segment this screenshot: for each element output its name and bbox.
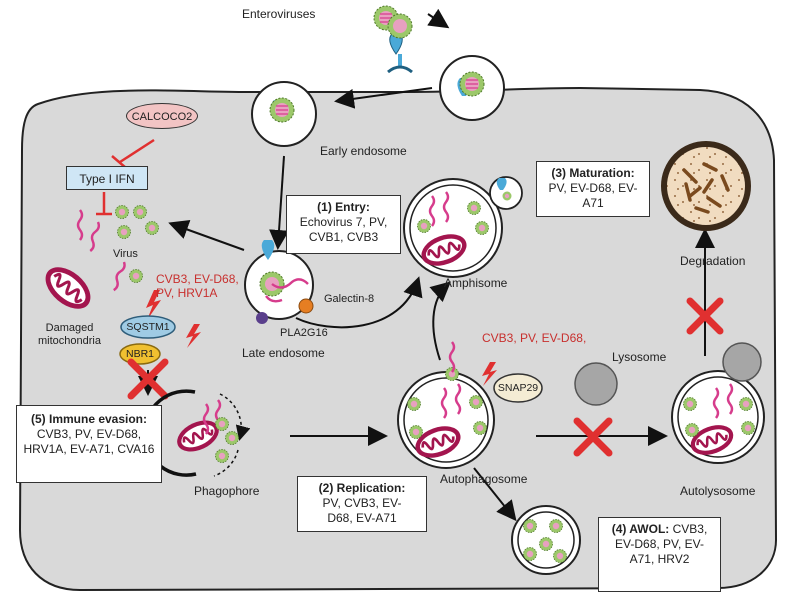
- maturation-box-title: (3) Maturation:: [551, 166, 635, 180]
- sqstm1-complex: [110, 260, 201, 396]
- calcoco2-node: CALCOCO2: [126, 103, 198, 129]
- block-x-degradation-icon: [686, 297, 724, 335]
- maturation-box-body: PV, EV-D68, EV- A71: [548, 181, 638, 210]
- awol-box-content: (4) AWOL: CVB3, EV-D68, PV, EV- A71, HRV…: [605, 522, 714, 567]
- immune-evasion-box-title: (5) Immune evasion:: [30, 412, 148, 426]
- nbr1-label: NBR1: [125, 348, 154, 360]
- endocytic-vesicle: [439, 55, 505, 121]
- entry-box-title: (1) Entry:: [317, 200, 370, 214]
- degradation-organelle: [661, 141, 751, 231]
- awol-box: (4) AWOL: CVB3, EV-D68, PV, EV- A71, HRV…: [598, 517, 721, 592]
- label-pla2g16: PLA2G16: [280, 327, 328, 339]
- label-sqstm1-viruses: CVB3, EV-D68, PV, HRV1A: [156, 272, 239, 300]
- replication-box-body: PV, CVB3, EV- D68, EV-A71: [322, 496, 402, 525]
- late-endosome-organelle: [244, 240, 314, 324]
- label-amphisome: Amphisome: [444, 276, 508, 290]
- entry-box: (1) Entry: Echovirus 7, PV, CVB1, CVB3: [286, 195, 401, 254]
- sqstm1-label: SQSTM1: [126, 321, 170, 333]
- label-autolysosome: Autolysosome: [680, 484, 756, 498]
- label-phagophore: Phagophore: [194, 484, 260, 498]
- awol-vesicle-organelle: [511, 505, 581, 575]
- label-virus: Virus: [113, 248, 138, 260]
- maturation-box: (3) Maturation: PV, EV-D68, EV- A71: [536, 161, 650, 217]
- entry-box-body: Echovirus 7, PV, CVB1, CVB3: [299, 215, 388, 244]
- awol-box-title: (4) AWOL:: [611, 522, 670, 536]
- receptor-virus-complex: [373, 5, 413, 74]
- replication-box-title: (2) Replication:: [318, 481, 406, 495]
- label-early-endosome: Early endosome: [320, 144, 407, 158]
- amphisome-organelle: [403, 176, 523, 278]
- type1-ifn-node: Type I IFN: [66, 166, 148, 190]
- immune-evasion-box-body: CVB3, PV, EV-D68, HRV1A, EV-A71, CVA16: [23, 427, 155, 456]
- label-snap29-viruses: CVB3, PV, EV-D68,: [482, 331, 587, 345]
- block-x-sqstm1-icon: [127, 358, 169, 400]
- autophagosome-organelle: [397, 367, 495, 469]
- label-late-endosome: Late endosome: [242, 346, 325, 360]
- label-enteroviruses: Enteroviruses: [242, 7, 316, 21]
- label-degradation: Degradation: [680, 254, 746, 268]
- awol-box-body: CVB3, EV-D68, PV, EV- A71, HRV2: [615, 522, 708, 566]
- replication-box: (2) Replication: PV, CVB3, EV- D68, EV-A…: [297, 476, 427, 532]
- label-damaged-mitochondria: Damaged mitochondria: [38, 322, 101, 347]
- label-lysosome: Lysosome: [612, 350, 667, 364]
- label-galectin8: Galectin-8: [324, 293, 375, 305]
- snap29-inhibition-bolt-icon: [482, 362, 497, 386]
- lysosome-organelle: [574, 362, 618, 406]
- label-autophagosome: Autophagosome: [440, 472, 528, 486]
- immune-evasion-box: (5) Immune evasion: CVB3, PV, EV-D68, HR…: [16, 405, 162, 483]
- block-x-fusion-icon: [573, 417, 613, 457]
- early-endosome-organelle: [251, 81, 317, 147]
- snap29-label: SNAP29: [497, 382, 539, 394]
- autolysosome-organelle: [671, 342, 765, 464]
